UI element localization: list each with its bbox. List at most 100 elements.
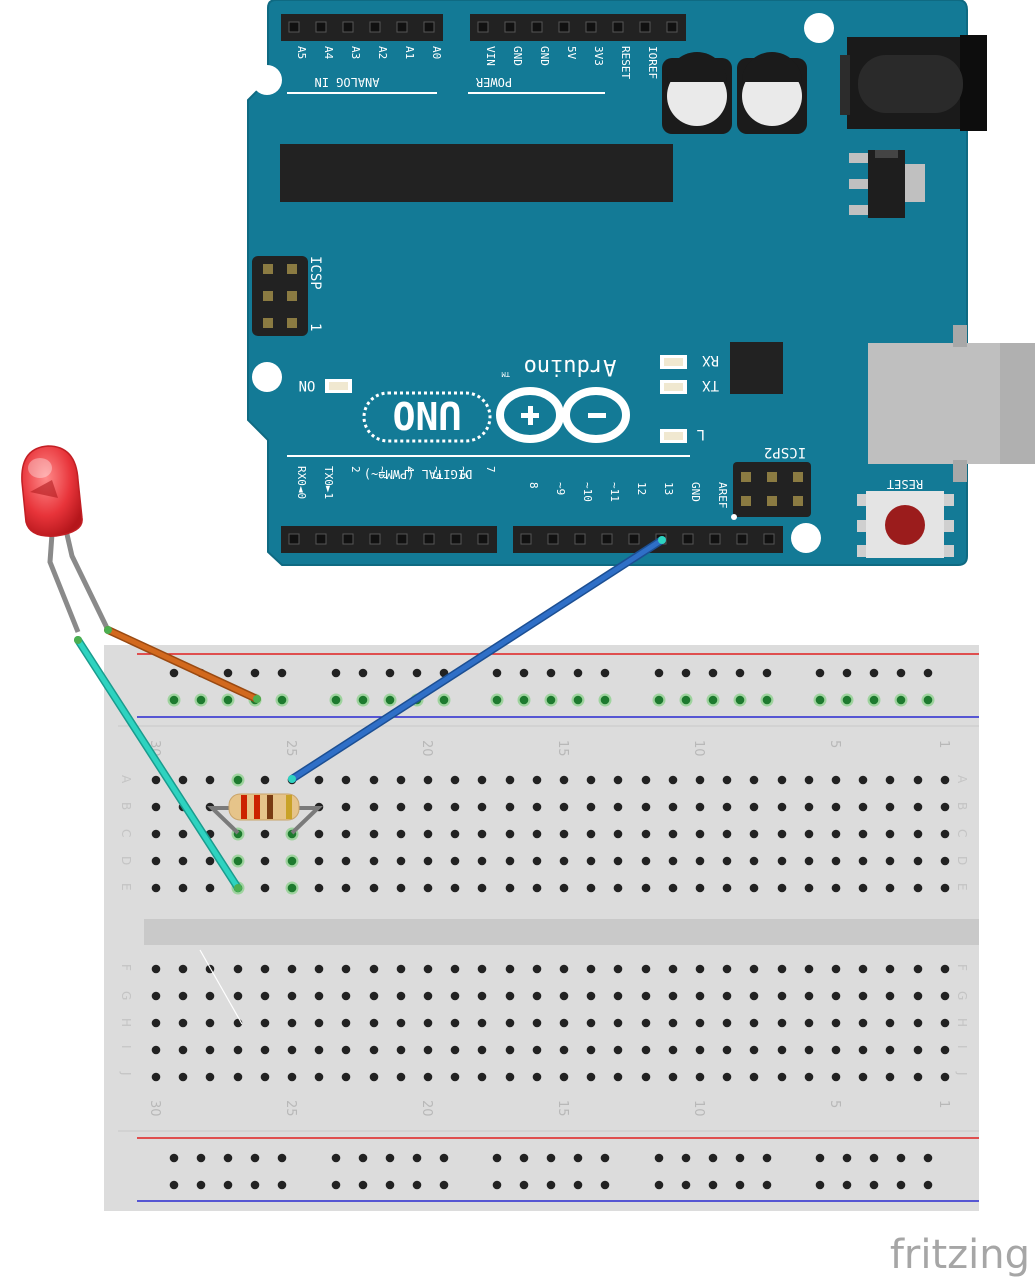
capacitor-2: [737, 52, 807, 134]
breadboard-hole: [178, 883, 188, 893]
digital-pin-label: 12: [635, 482, 648, 495]
breadboard-hole: [749, 991, 759, 1001]
breadboard-hole: [369, 883, 379, 893]
breadboard-hole: [613, 883, 623, 893]
digital-pin-label: 13: [662, 482, 675, 495]
rail-hole: [842, 695, 852, 705]
breadboard-hole: [722, 775, 732, 785]
breadboard-hole: [586, 1045, 596, 1055]
rail-hole: [196, 1180, 206, 1190]
breadboard-hole: [341, 775, 351, 785]
breadboard-hole: [532, 991, 542, 1001]
icsp2-header: ICSP2: [731, 444, 811, 520]
breadboard-hole: [341, 883, 351, 893]
breadboard-hole: [532, 856, 542, 866]
breadboard-hole: [695, 1045, 705, 1055]
breadboard-hole: [749, 775, 759, 785]
breadboard-hole: [695, 829, 705, 839]
breadboard-hole: [913, 802, 923, 812]
rail-hole: [546, 1153, 556, 1163]
breadboard-hole: [641, 802, 651, 812]
rail-hole: [681, 1180, 691, 1190]
breadboard-hole: [450, 991, 460, 1001]
breadboard-hole: [586, 1072, 596, 1082]
rail-hole: [896, 1153, 906, 1163]
rail-hole: [896, 668, 906, 678]
breadboard-hole: [477, 1072, 487, 1082]
digital-header-pin: [315, 533, 327, 545]
breadboard-hole: [396, 829, 406, 839]
digital-pin-label: AREF: [716, 482, 729, 509]
rail-hole: [331, 1153, 341, 1163]
analog-header-pin: [369, 21, 381, 33]
breadboard-hole: [641, 883, 651, 893]
breadboard-hole: [858, 775, 868, 785]
digital-header-high: [513, 526, 783, 553]
digital-header-pin: [628, 533, 640, 545]
breadboard-hole: [341, 991, 351, 1001]
power-header-pin: [531, 21, 543, 33]
breadboard-hole: [722, 964, 732, 974]
analog-pin-label: A1: [403, 46, 416, 59]
rail-hole: [681, 1153, 691, 1163]
breadboard-hole: [804, 856, 814, 866]
breadboard-hole: [858, 829, 868, 839]
breadboard-hole: [151, 829, 161, 839]
breadboard-hole: [341, 829, 351, 839]
reset-label: RESET: [887, 477, 923, 491]
column-number: 1: [936, 740, 951, 748]
breadboard-hole: [532, 1045, 542, 1055]
analog-header-pin: [288, 21, 300, 33]
reset-button[interactable]: RESET: [857, 477, 954, 558]
breadboard-hole: [341, 1018, 351, 1028]
breadboard-hole: [831, 1072, 841, 1082]
breadboard-hole: [613, 1045, 623, 1055]
breadboard-hole: [314, 964, 324, 974]
row-letter: E: [119, 883, 133, 891]
digital-header-pin: [423, 533, 435, 545]
breadboard-hole: [885, 856, 895, 866]
rail-hole: [762, 1180, 772, 1190]
breadboard-hole: [641, 964, 651, 974]
breadboard-hole: [260, 883, 270, 893]
analog-header-pin: [342, 21, 354, 33]
rail-hole: [708, 695, 718, 705]
digital-pin-label: 2: [349, 466, 362, 473]
breadboard-hole: [477, 1018, 487, 1028]
breadboard-hole: [804, 1018, 814, 1028]
resistor-band: [286, 795, 292, 819]
rail-hole: [277, 1180, 287, 1190]
digital-pin-label: RX0◄0: [295, 466, 308, 499]
breadboard-hole: [151, 883, 161, 893]
breadboard-hole: [940, 1072, 950, 1082]
breadboard-hole: [423, 1045, 433, 1055]
breadboard-hole: [505, 802, 515, 812]
breadboard-hole: [613, 775, 623, 785]
breadboard-hole: [151, 775, 161, 785]
rail-hole: [815, 668, 825, 678]
rail-hole: [358, 668, 368, 678]
breadboard-hole: [505, 964, 515, 974]
breadboard-hole: [532, 883, 542, 893]
breadboard-hole: [423, 1072, 433, 1082]
breadboard-hole: [804, 1045, 814, 1055]
power-header-pin: [666, 21, 678, 33]
rail-hole: [869, 1180, 879, 1190]
rail-hole: [842, 668, 852, 678]
rail-hole: [412, 1153, 422, 1163]
breadboard-hole: [314, 1018, 324, 1028]
rail-hole: [385, 1180, 395, 1190]
breadboard-hole: [559, 991, 569, 1001]
breadboard-hole: [913, 883, 923, 893]
icsp2-label: ICSP2: [764, 444, 806, 460]
breadboard-hole: [641, 775, 651, 785]
rail-hole: [681, 695, 691, 705]
breadboard-hole: [532, 829, 542, 839]
row-letter: I: [119, 1045, 133, 1049]
digital-pin-label: 8: [527, 482, 540, 489]
rail-hole: [573, 695, 583, 705]
breadboard-hole: [777, 883, 787, 893]
breadboard-hole: [913, 829, 923, 839]
rail-hole: [519, 1153, 529, 1163]
icsp-header: ICSP 1: [252, 256, 323, 336]
